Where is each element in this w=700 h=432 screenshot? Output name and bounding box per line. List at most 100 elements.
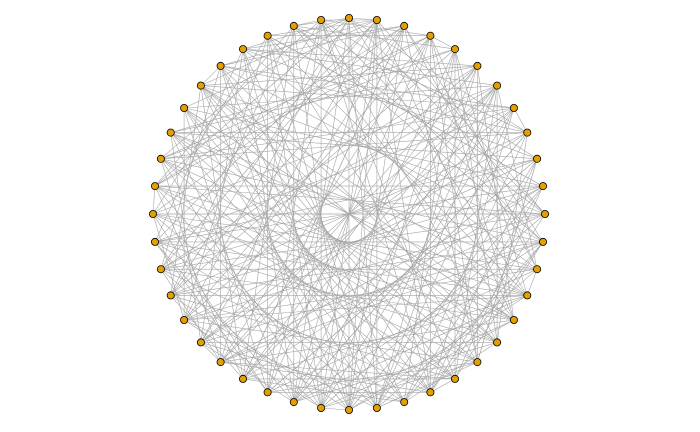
graph-edge [430,35,538,270]
graph-node [263,31,272,40]
graph-edge [348,17,377,21]
graph-edge [152,213,268,393]
graph-edge [154,25,405,187]
graph-edge [160,65,478,270]
graph-node [317,15,326,24]
graph-node [289,398,298,407]
graph-node [493,81,502,90]
graph-edge [160,132,528,160]
graph-edge [348,17,546,215]
graph-edge [170,132,295,403]
graph-node [450,45,459,54]
graph-edge [160,35,431,160]
graph-edge [220,319,514,363]
graph-edge [293,25,515,321]
graph-node [180,315,189,324]
graph-edge [200,49,244,343]
graph-node [541,209,550,218]
graph-edge [200,85,528,296]
graph-edge [403,185,544,403]
graph-edge [267,35,528,296]
graph-edge [513,107,528,133]
graph-edge [154,107,515,243]
graph-edge [184,213,546,321]
graph-edge [160,158,538,270]
graph-edge [430,241,544,393]
graph-edge [200,65,221,86]
graph-edge [430,378,456,393]
graph-edge [220,65,378,409]
graph-edge [320,213,546,409]
graph-edge [184,85,498,109]
graph-edge [184,268,538,321]
graph-edge [430,35,478,363]
graph-node [180,104,189,113]
nodes-layer [148,13,550,414]
graph-edge [376,85,498,409]
graph-edge [242,295,528,380]
graph-edge [267,268,538,393]
graph-node [216,61,225,70]
graph-edge [403,25,544,243]
graph-edge [320,319,515,409]
graph-edge [430,107,515,393]
graph-edge [200,85,546,215]
graph-node [148,209,157,218]
graph-edge [200,241,544,343]
graph-node [493,338,502,347]
graph-edge [220,19,322,363]
graph-edge [293,342,498,403]
graph-edge [242,25,405,50]
graph-node [473,61,482,70]
graph-edge [527,269,538,296]
graph-node [196,81,205,90]
graph-edge [477,158,538,363]
graph-edge [170,65,478,133]
graph-edge [293,241,544,403]
graph-edge [183,35,268,321]
graph-node [533,265,542,274]
graph-edge [320,19,538,160]
graph-edge [152,186,156,215]
graph-edge [160,158,478,363]
graph-node [166,291,175,300]
graph-node [523,291,532,300]
graph-edge [200,342,221,363]
graph-node [400,398,409,407]
graph-edge [242,25,295,379]
graph-edge [267,35,544,187]
graph-edge [160,107,514,160]
graph-edge [152,213,185,321]
graph-edge [403,25,478,363]
graph-node [473,358,482,367]
graph-edge [170,241,544,296]
edges-layer [152,17,546,411]
graph-node [238,45,247,54]
graph-node [166,128,175,137]
graph-node [263,388,272,397]
graph-edge [403,49,456,403]
graph-edge [154,35,431,187]
graph-edge [454,85,498,379]
graph-node [533,154,542,163]
graph-node [509,315,518,324]
graph-edge [200,85,350,411]
graph-edge [320,19,431,393]
graph-edge [220,241,544,363]
graph-node [372,15,381,24]
graph-edge [220,213,546,363]
graph-edge [242,48,538,270]
graph-edge [242,378,405,403]
graph-edge [267,19,377,36]
graph-edge [160,48,456,160]
graph-edge [242,85,498,380]
graph-node [344,13,353,22]
graph-edge [184,107,544,187]
graph-edge [348,319,515,411]
graph-node [196,338,205,347]
graph-edge [348,49,456,411]
graph-edge [183,107,378,409]
graph-edge [293,25,544,243]
graph-edge [170,295,350,411]
